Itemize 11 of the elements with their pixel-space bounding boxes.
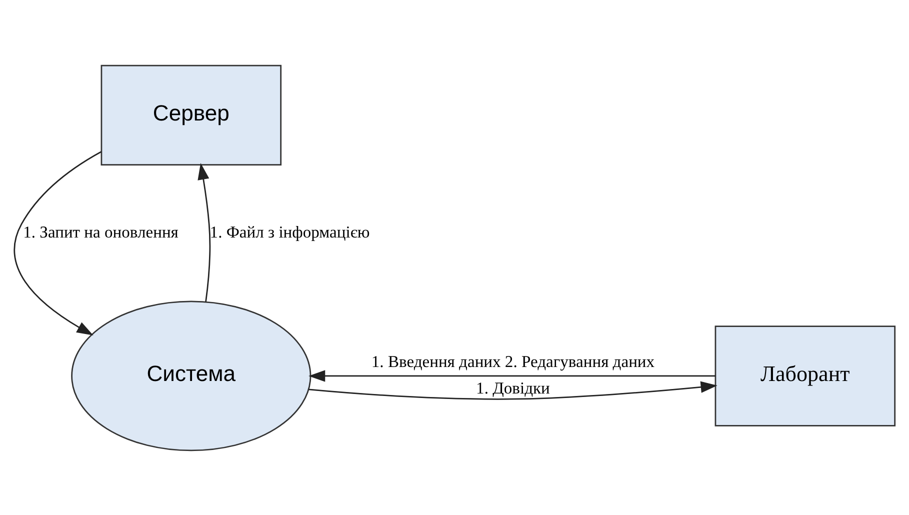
edge-label: 1. Довідки xyxy=(476,378,550,397)
arrow xyxy=(308,370,716,382)
arrow xyxy=(308,380,718,400)
node-ellipse: Система xyxy=(71,300,312,451)
edge-label: 1. Введення даних 2. Редагування даних xyxy=(371,352,655,371)
edge-label: 1. Запит на оновлення xyxy=(23,222,178,241)
arrow xyxy=(14,150,102,335)
node-box: Сервер xyxy=(100,64,282,166)
edge-label: 1. Файл з інформацією xyxy=(210,222,370,241)
arrow xyxy=(198,162,211,302)
node-box: Лаборант xyxy=(714,325,896,426)
